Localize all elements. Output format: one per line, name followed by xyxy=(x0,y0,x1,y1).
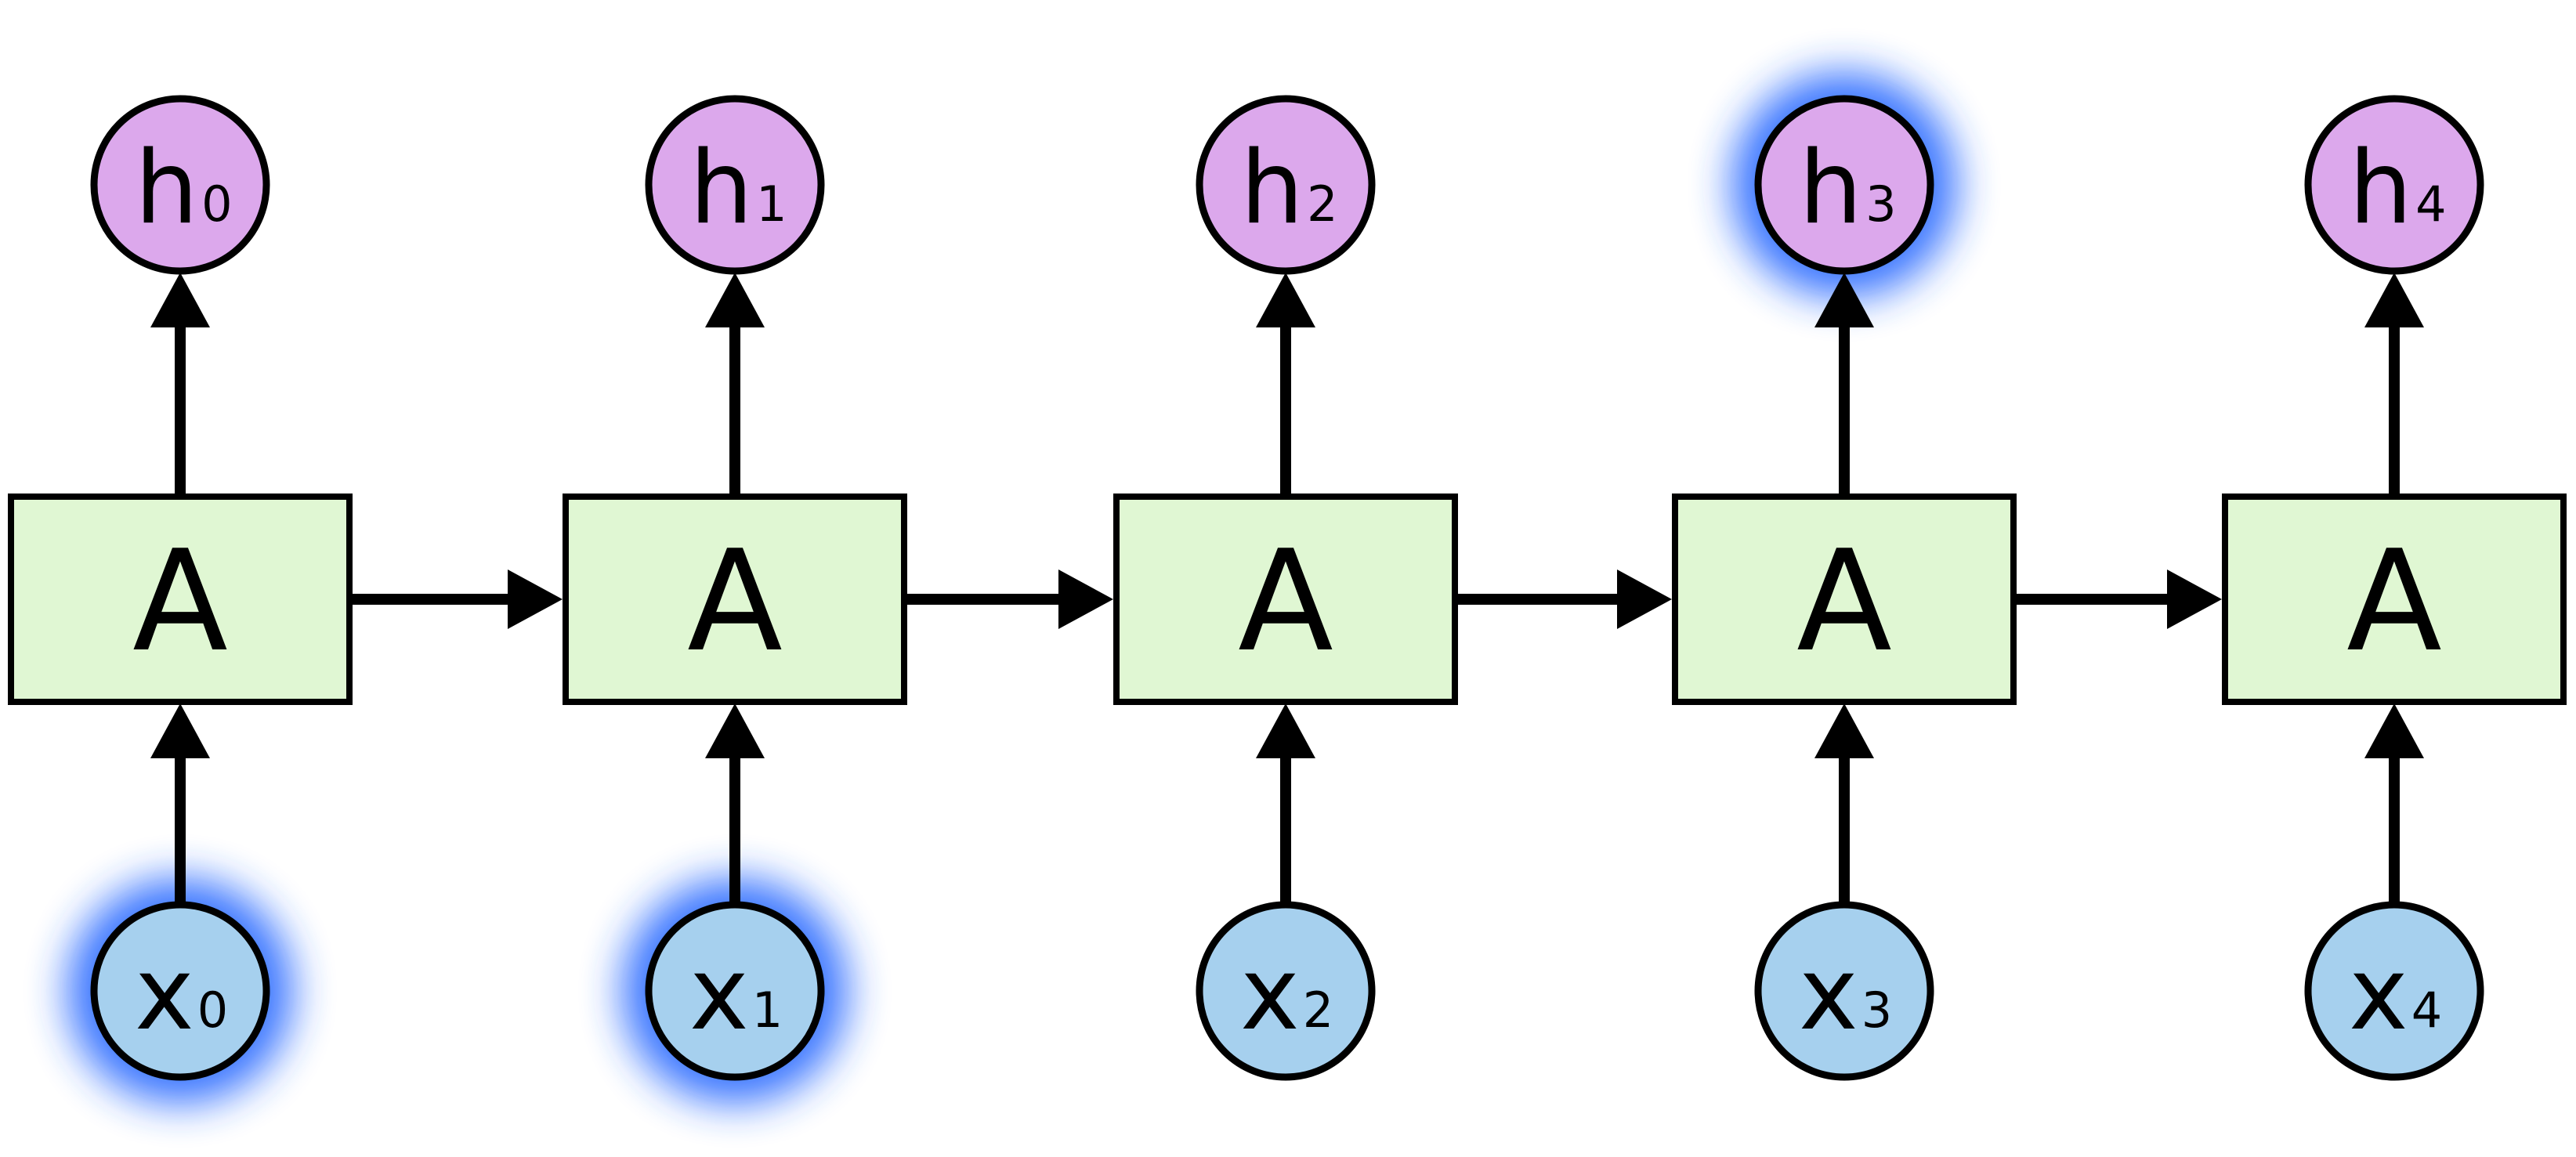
output-node-h4-symbol: h xyxy=(2349,130,2412,247)
arrow-recurrent-3 xyxy=(2017,569,2222,629)
output-node-h2-subscript: 2 xyxy=(1307,175,1337,233)
arrow-input-4-head xyxy=(2364,703,2424,758)
arrow-output-0-head xyxy=(150,273,210,327)
output-node-h1: h1 xyxy=(645,95,825,275)
output-node-h4-subscript: 4 xyxy=(2415,175,2446,233)
arrow-recurrent-1 xyxy=(907,569,1113,629)
output-node-h1-circle xyxy=(645,95,825,275)
output-node-h2-symbol: h xyxy=(1240,130,1304,247)
input-node-x1-symbol: x xyxy=(689,936,749,1053)
output-node-h0-label: h0 xyxy=(135,130,233,247)
cell-1-box xyxy=(563,494,907,705)
arrow-output-2-head xyxy=(1256,273,1315,327)
input-node-x3-symbol: x xyxy=(1799,936,1858,1053)
arrow-output-2 xyxy=(1256,273,1315,495)
arrow-input-3-head xyxy=(1814,703,1874,758)
arrow-recurrent-3-head xyxy=(2167,569,2222,629)
cell-4: A xyxy=(2222,494,2567,705)
input-node-x2-circle xyxy=(1196,901,1376,1081)
output-node-h1-subscript: 1 xyxy=(756,175,787,233)
arrow-input-2-head xyxy=(1256,703,1315,758)
input-node-x2-label: x2 xyxy=(1240,936,1333,1053)
cell-4-label: A xyxy=(2346,520,2442,682)
output-node-h4: h4 xyxy=(2304,95,2484,275)
cell-2-label: A xyxy=(1238,520,1333,682)
input-node-x1-label: x1 xyxy=(689,936,783,1053)
output-node-h0-symbol: h xyxy=(135,130,198,247)
output-node-h0-circle xyxy=(90,95,270,275)
arrow-output-4-head xyxy=(2364,273,2424,327)
arrow-recurrent-2-head xyxy=(1617,569,1672,629)
output-node-h3-circle xyxy=(1754,95,1934,275)
arrow-output-0 xyxy=(150,273,210,495)
output-node-h1-symbol: h xyxy=(689,130,753,247)
input-node-x0-label: x0 xyxy=(135,936,228,1053)
input-node-x4-circle xyxy=(2304,901,2484,1081)
input-node-x0-subscript: 0 xyxy=(197,982,228,1039)
arrow-output-3-head xyxy=(1814,273,1874,327)
input-node-x3-circle xyxy=(1754,901,1934,1081)
cell-0-box xyxy=(8,494,353,705)
output-node-h3-symbol: h xyxy=(1799,130,1862,247)
arrow-input-1-head xyxy=(705,703,765,758)
arrow-output-3 xyxy=(1814,273,1874,495)
input-node-x2-subscript: 2 xyxy=(1303,982,1333,1039)
input-node-x1-circle xyxy=(645,901,825,1081)
output-node-h2-label: h2 xyxy=(1240,130,1338,247)
arrow-recurrent-2 xyxy=(1458,569,1672,629)
arrow-output-1 xyxy=(705,273,765,495)
output-node-h3-label: h3 xyxy=(1799,130,1897,247)
output-node-h0-subscript: 0 xyxy=(201,175,232,233)
output-node-h2: h2 xyxy=(1196,95,1376,275)
output-node-h2-circle xyxy=(1196,95,1376,275)
input-node-x3: x3 xyxy=(1754,901,1934,1081)
input-node-x2: x2 xyxy=(1196,901,1376,1081)
output-node-h0: h0 xyxy=(90,95,270,275)
input-node-x1: x1 xyxy=(645,901,825,1081)
input-node-x3-subscript: 3 xyxy=(1861,982,1892,1039)
cell-2: A xyxy=(1113,494,1458,705)
cell-1-label: A xyxy=(687,520,783,682)
input-node-x4-subscript: 4 xyxy=(2411,982,2442,1039)
input-node-x4: x4 xyxy=(2304,901,2484,1081)
arrow-recurrent-1-head xyxy=(1058,569,1113,629)
cell-0: A xyxy=(8,494,353,705)
arrow-output-1-head xyxy=(705,273,765,327)
arrow-input-3 xyxy=(1814,703,1874,903)
cell-0-label: A xyxy=(132,520,228,682)
input-node-x2-symbol: x xyxy=(1240,936,1300,1053)
cell-2-box xyxy=(1113,494,1458,705)
output-node-h3-subscript: 3 xyxy=(1865,175,1896,233)
edges xyxy=(150,273,2424,903)
input-node-x0-circle xyxy=(90,901,270,1081)
output-node-h4-label: h4 xyxy=(2349,130,2447,247)
arrow-input-1 xyxy=(705,703,765,903)
input-node-x0-symbol: x xyxy=(135,936,194,1053)
arrow-input-2 xyxy=(1256,703,1315,903)
input-node-x4-symbol: x xyxy=(2349,936,2408,1053)
cell-3: A xyxy=(1672,494,2017,705)
cell-4-box xyxy=(2222,494,2567,705)
arrow-output-4 xyxy=(2364,273,2424,495)
output-node-h4-circle xyxy=(2304,95,2484,275)
output-node-h1-label: h1 xyxy=(689,130,787,247)
input-node-x4-label: x4 xyxy=(2349,936,2442,1053)
input-node-x1-subscript: 1 xyxy=(752,982,783,1039)
cell-3-box xyxy=(1672,494,2017,705)
arrow-input-0-head xyxy=(150,703,210,758)
cell-1: A xyxy=(563,494,907,705)
arrow-input-0 xyxy=(150,703,210,903)
input-node-x0: x0 xyxy=(90,901,270,1081)
cell-3-label: A xyxy=(1796,520,1892,682)
arrow-input-4 xyxy=(2364,703,2424,903)
input-node-x3-label: x3 xyxy=(1799,936,1892,1053)
arrow-recurrent-0-head xyxy=(508,569,563,629)
arrow-recurrent-0 xyxy=(353,569,563,629)
output-node-h3: h3 xyxy=(1754,95,1934,275)
